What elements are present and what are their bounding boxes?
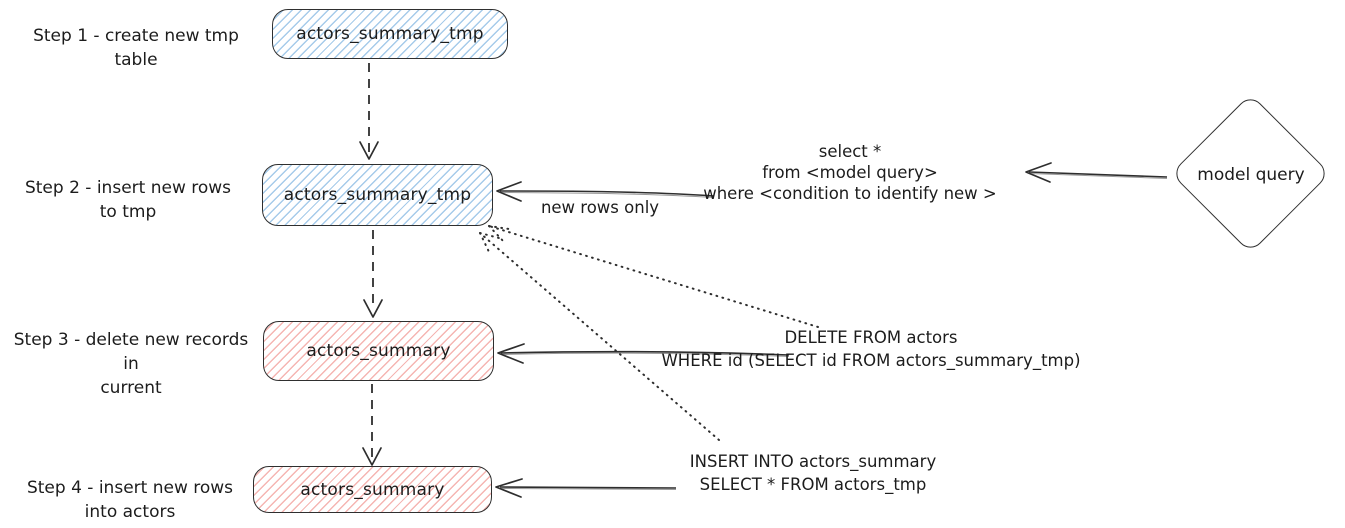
arrow-model-query-shadow [1029,173,1168,179]
step3-label-line2: current [100,378,162,398]
new-rows-only-label: new rows only [540,198,660,217]
arrowhead-step2-to-step3-icon [363,299,383,318]
insert-sql-annotation: INSERT INTO actors_summary SELECT * FROM… [640,450,986,496]
arrow-model-query-to-select [1028,171,1168,178]
arrow-select-to-step2 [499,190,715,197]
arrowhead-select-to-step2-icon [496,181,522,202]
arrow-insert-to-step4-shadow [500,488,677,490]
step4-node-actors-summary: actors_summary [253,466,492,513]
step4-label: Step 4 - insert new rows into actors [10,476,250,524]
step2-node-text: actors_summary_tmp [283,185,472,205]
arrowhead-model-query-icon [1025,162,1052,183]
step3-node-actors-summary: actors_summary [263,321,494,381]
select-query-annotation: select * from <model query> where <condi… [670,141,1030,204]
select-query-line2: from <model query> [762,163,938,182]
step3-label-line1: Step 3 - delete new records in [13,330,249,374]
dotted-arrowhead-insert-icon [479,232,500,239]
model-query-label: model query [1197,165,1305,185]
step4-label-line2: into actors [84,502,176,522]
select-query-line3: where <condition to identify new > [703,184,997,203]
arrowhead-delete-to-step3-icon [497,343,525,364]
step2-node-actors-summary-tmp: actors_summary_tmp [262,164,493,226]
delete-sql-line1: DELETE FROM actors [784,328,958,347]
select-query-line1: select * [818,142,882,161]
step1-node-text: actors_summary_tmp [296,24,484,44]
arrow-insert-to-step4 [499,486,677,489]
delete-sql-line2: WHERE id (SELECT id FROM actors_summary_… [661,351,1081,370]
arrow-select-to-step2-shadow [500,192,715,198]
step4-label-line1: Step 4 - insert new rows [26,478,234,498]
dotted-arrowhead-insert-icon2 [479,232,491,255]
step3-node-text: actors_summary [306,341,451,361]
arrowhead-step3-to-step4-icon [362,447,382,466]
dotted-link-step2-to-delete-sql [488,225,819,328]
insert-sql-line2: SELECT * FROM actors_tmp [699,475,927,494]
step2-label-line1: Step 2 - insert new rows [24,178,232,198]
step3-label: Step 3 - delete new records in current [5,328,257,400]
arrowhead-step1-to-step2-icon [359,141,379,160]
step4-node-text: actors_summary [300,479,445,500]
arrowhead-insert-to-step4-icon [495,478,523,498]
arrow-delete-to-step3-shadow [501,352,790,357]
insert-sql-line1: INSERT INTO actors_summary [689,452,937,471]
step1-node-actors-summary-tmp: actors_summary_tmp [272,9,508,59]
delete-sql-annotation: DELETE FROM actors WHERE id (SELECT id F… [655,326,1087,372]
step2-label-line2: to tmp [99,202,157,222]
step1-label-line1: Step 1 - create new tmp table [33,26,239,70]
step1-label: Step 1 - create new tmp table [10,24,262,72]
arrow-delete-to-step3 [500,350,790,356]
step2-label: Step 2 - insert new rows to tmp [8,176,248,224]
dotted-arrowhead-delete-icon2 [488,225,506,244]
